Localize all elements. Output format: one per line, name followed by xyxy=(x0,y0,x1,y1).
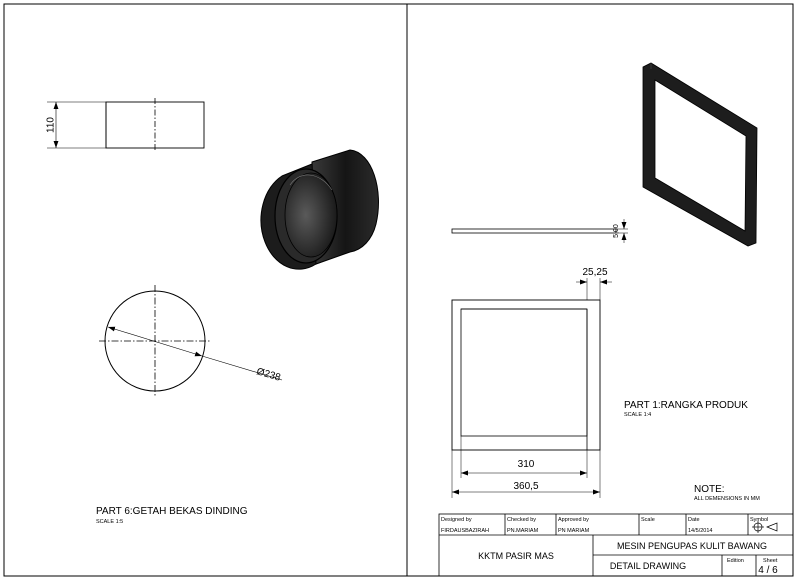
approved-by-label: Approved by xyxy=(558,517,589,523)
sheet-border xyxy=(3,3,794,577)
part1-scale: SCALE 1:4 xyxy=(624,412,651,418)
drawing-type: DETAIL DRAWING xyxy=(610,561,686,571)
sheet-label: Sheet xyxy=(763,558,778,564)
institution-name: KKTM PASIR MAS xyxy=(478,551,554,561)
part1-front-view xyxy=(451,278,612,498)
dim-height-110: 110 xyxy=(46,117,57,133)
projection-symbol-icon xyxy=(752,521,778,533)
part1-iso-view xyxy=(642,62,758,247)
scale-label: Scale xyxy=(641,517,655,523)
note-title: NOTE: xyxy=(694,484,725,495)
title-block xyxy=(438,513,794,577)
part6-iso-view xyxy=(260,149,379,270)
part6-side-view xyxy=(47,98,205,152)
edition-label: Edition xyxy=(727,558,744,564)
part1-title: PART 1:RANGKA PRODUK xyxy=(624,400,748,411)
dim-inner-310: 310 xyxy=(518,459,535,470)
symbol-label: Symbol xyxy=(750,517,768,523)
project-title: MESIN PENGUPAS KULIT BAWANG xyxy=(617,541,767,551)
designed-by-label: Designed by xyxy=(441,517,472,523)
part1-side-view xyxy=(451,219,628,243)
dim-frame-25-25: 25,25 xyxy=(582,267,607,278)
sheet-number: 4 / 6 xyxy=(758,565,778,576)
designed-by-value: FIRDAUSBAZIRAH xyxy=(441,528,489,534)
approved-by-value: PN MARIAM xyxy=(558,528,590,534)
date-value: 14/5/2014 xyxy=(688,528,712,534)
dim-outer-360-5: 360,5 xyxy=(513,481,538,492)
part6-top-view xyxy=(99,285,283,397)
date-label: Date xyxy=(688,517,700,523)
checked-by-value: PN.MARIAM xyxy=(507,528,539,534)
checked-by-label: Checked by xyxy=(507,517,536,523)
part6-title: PART 6:GETAH BEKAS DINDING xyxy=(96,506,248,517)
part6-scale: SCALE 1:5 xyxy=(96,519,123,525)
note-text: ALL DEMENSIONS IN MM xyxy=(694,496,760,502)
dim-diameter-238: Ø238 xyxy=(255,366,282,383)
dim-thickness-5: 5,00 xyxy=(613,224,620,238)
